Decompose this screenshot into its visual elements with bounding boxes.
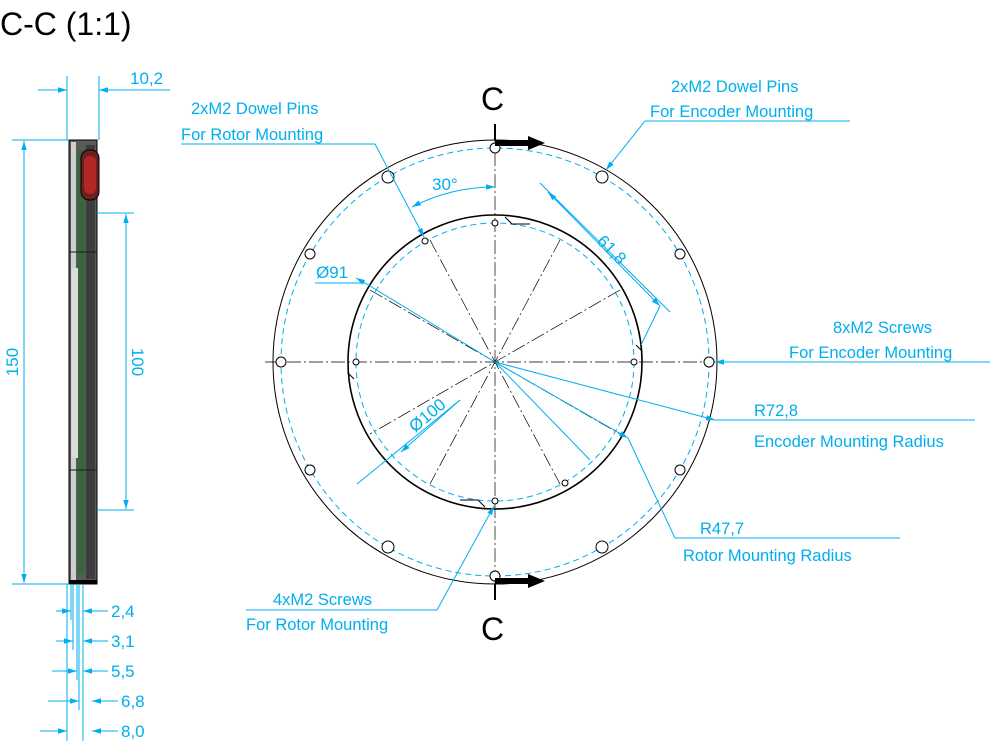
callout-dowel-rotor-line1: 2xM2 Dowel Pins [191,100,318,118]
side-view: 10,2 150 100 2,4 3,1 5,5 6,8 8,0 [3,69,170,741]
callout-screws-rotor-line2: For Rotor Mounting [246,616,388,634]
dim-r72-8-note: Encoder Mounting Radius [754,433,944,451]
section-mark-top: C [481,81,504,117]
front-view: C C 30° 61,8 Ø91 Ø100 R72,8 Encoder Moun… [265,81,975,647]
callout-screws-encoder-line1: 8xM2 Screws [833,319,932,337]
callout-screws-encoder-line2: For Encoder Mounting [789,344,952,362]
callout-dowel-rotor-line2: For Rotor Mounting [181,126,323,144]
dim-r72-8: R72,8 [754,402,798,420]
dim-r47-7: R47,7 [700,520,744,538]
callout-dowel-encoder-line1: 2xM2 Dowel Pins [671,78,798,96]
dim-layer-1: 2,4 [111,602,135,621]
dim-layer-5: 8,0 [121,722,145,741]
dim-height-outer: 150 [3,348,22,376]
dim-r47-7-note: Rotor Mounting Radius [683,547,852,565]
section-title: C-C (1:1) [0,6,132,42]
dim-height-inner: 100 [128,348,147,376]
dim-angle: 30° [432,175,458,194]
dim-layer-4: 6,8 [121,692,145,711]
dim-dia-91: Ø91 [316,263,348,282]
dim-61-8: 61,8 [593,231,630,268]
dim-thickness: 10,2 [130,69,163,88]
dim-layer-2: 3,1 [111,632,135,651]
dim-layer-3: 5,5 [111,662,135,681]
callout-dowel-encoder-line2: For Encoder Mounting [650,103,813,121]
callouts: 2xM2 Dowel Pins For Rotor Mounting 2xM2 … [181,78,990,634]
callout-screws-rotor-line1: 4xM2 Screws [273,591,372,609]
section-mark-bottom: C [481,611,504,647]
